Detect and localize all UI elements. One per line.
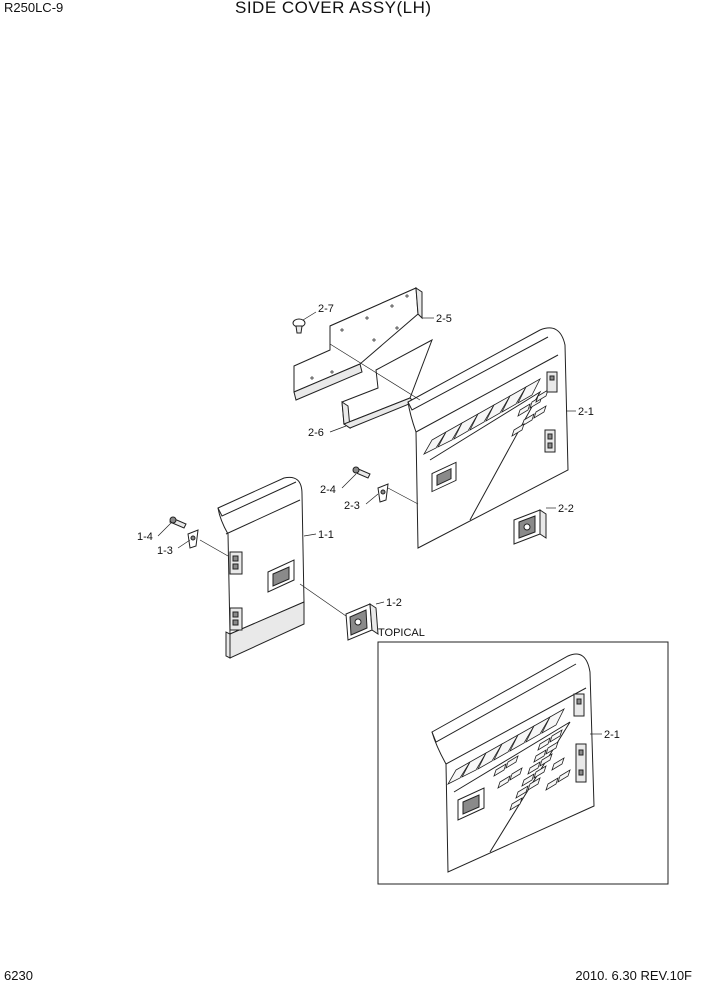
part-side-cover-main[interactable]: [407, 327, 569, 549]
part-push-clip[interactable]: [292, 318, 306, 334]
topical-inset: TOPICAL: [377, 627, 669, 885]
topical-frame: [377, 641, 669, 885]
callout-1-1: 1-1: [318, 529, 334, 541]
callout-2-6: 2-6: [308, 427, 324, 439]
part-hinge-bolt-upper[interactable]: [352, 466, 371, 479]
callout-2-2: 2-2: [558, 503, 574, 515]
leader-lines: [157, 311, 576, 617]
callout-1-3: 1-3: [157, 545, 173, 557]
callout-2-3: 2-3: [344, 500, 360, 512]
vent-slots-main: [422, 377, 549, 455]
callout-2-5: 2-5: [436, 313, 452, 325]
callout-2-7: 2-7: [318, 303, 334, 315]
page-number: 6230: [4, 968, 33, 983]
part-door-lock-lower[interactable]: [345, 603, 379, 641]
part-hinge-bolt-lower[interactable]: [169, 516, 187, 529]
part-side-cover-topical[interactable]: [431, 653, 595, 873]
part-insulation-pad-lower[interactable]: [341, 338, 433, 429]
topical-label: TOPICAL: [378, 627, 425, 639]
part-hinge-bracket-lower[interactable]: [187, 529, 199, 549]
revision-date: 2010. 6.30 REV.10F: [575, 968, 692, 983]
part-side-cover-front[interactable]: [217, 476, 305, 659]
model-code: R250LC-9: [4, 0, 64, 15]
callout-1-2: 1-2: [386, 597, 402, 609]
callout-2-1: 2-1: [578, 406, 594, 418]
callout-2-4: 2-4: [320, 484, 336, 496]
topical-callout-2-1: 2-1: [604, 729, 620, 741]
part-hinge-bracket-upper[interactable]: [377, 483, 389, 503]
part-door-lock-upper[interactable]: [513, 509, 547, 545]
callout-1-4: 1-4: [137, 531, 153, 543]
page-title: SIDE COVER ASSY(LH): [235, 0, 432, 17]
